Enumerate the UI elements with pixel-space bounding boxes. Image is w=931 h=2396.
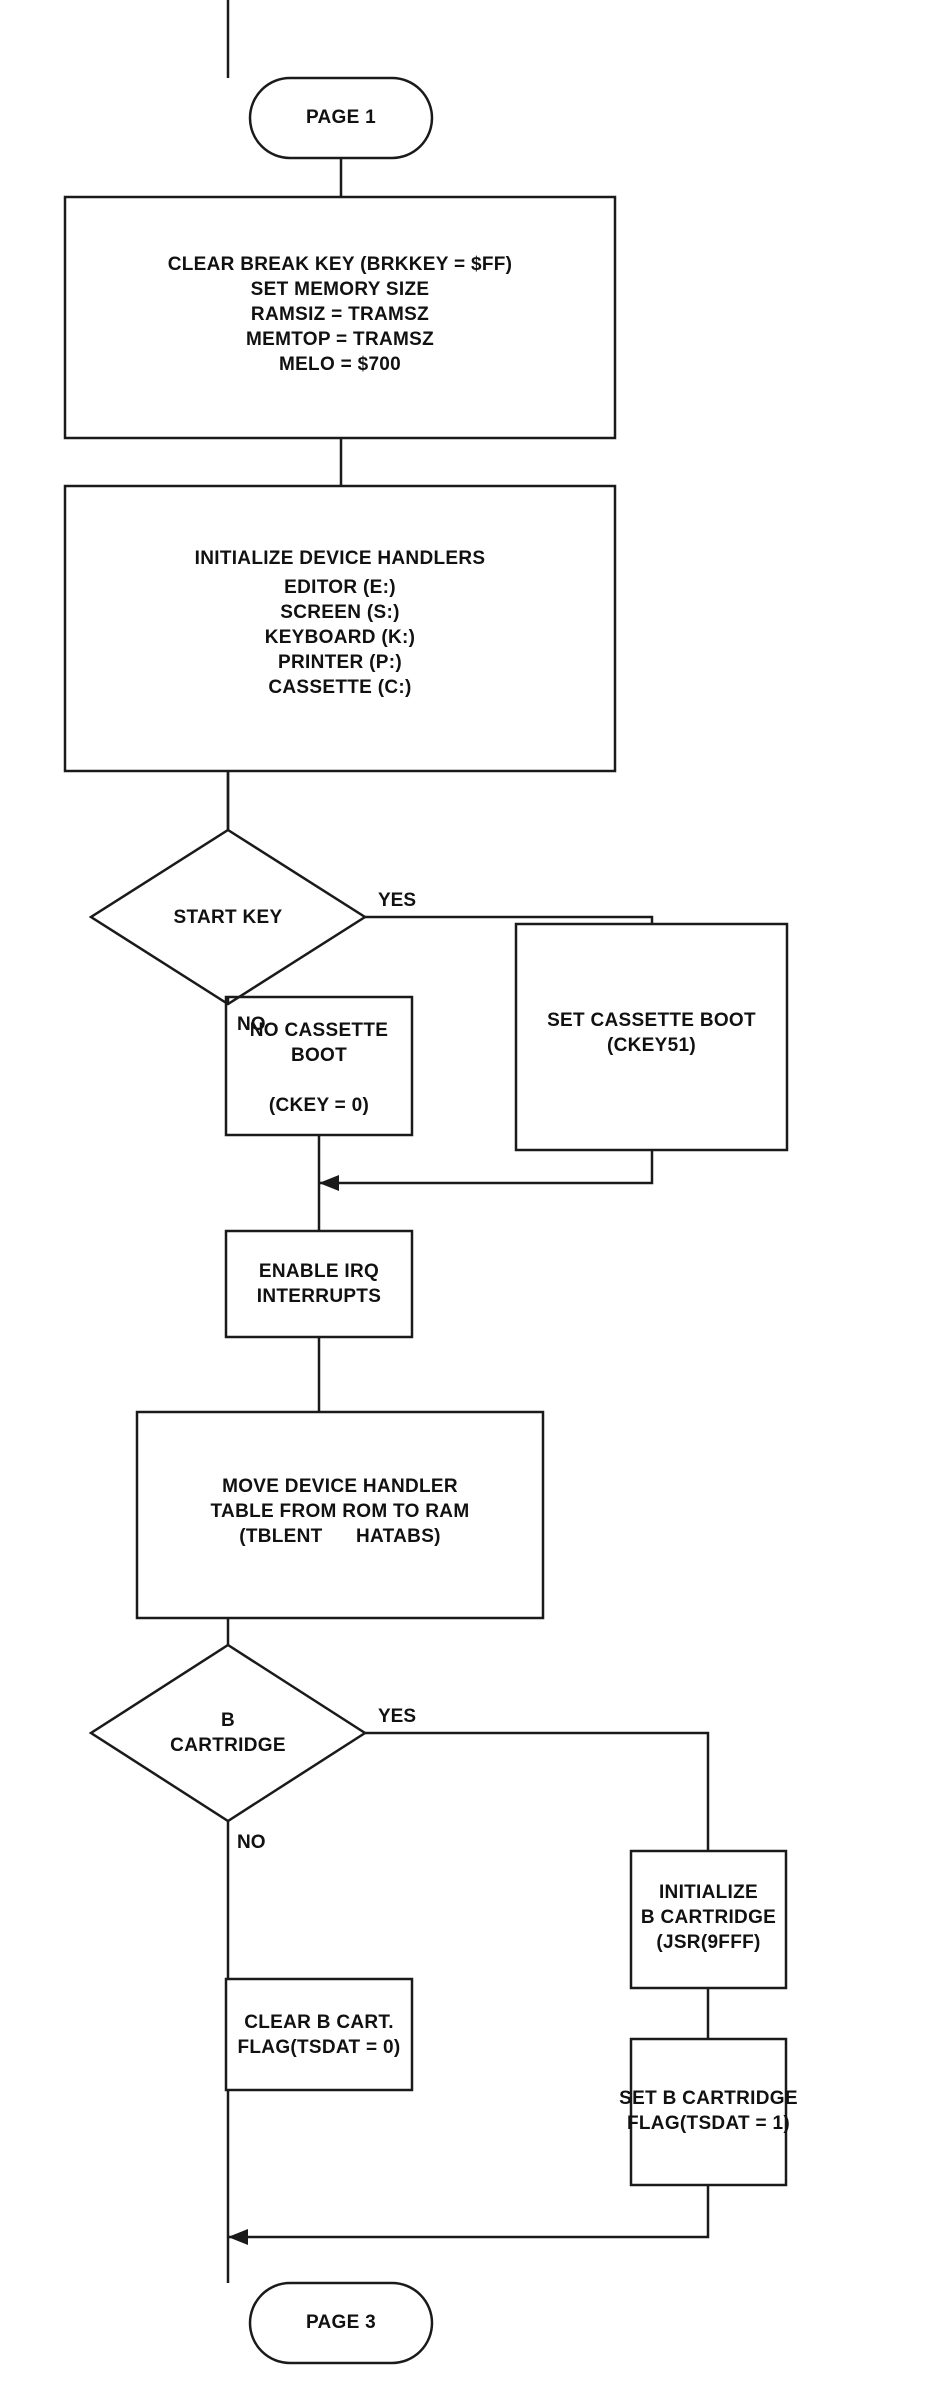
init-handlers-line: CASSETTE (C:) [268, 677, 412, 698]
start-key-no-label: NO [237, 1014, 266, 1035]
merge-arrowhead-bottom [228, 2229, 248, 2245]
terminal-start-label: PAGE 1 [305, 107, 377, 128]
set-cassette-boot-label: SET CASSETTE BOOT (CKEY51) [516, 1008, 787, 1058]
terminal-end-label: PAGE 3 [305, 2312, 377, 2333]
clear-b-cart-line: CLEAR B CART. [244, 2012, 394, 2033]
start-key-line: START KEY [173, 907, 283, 928]
b-cartridge-line: CARTRIDGE [170, 1735, 286, 1756]
no-cassette-boot-line: (CKEY = 0) [268, 1095, 370, 1116]
clear-break-line: MELO = $700 [278, 354, 402, 375]
clear-break-label: CLEAR BREAK KEY (BRKKEY = $FF) SET MEMOR… [65, 252, 615, 377]
set-b-cart-line: SET B CARTRIDGE [619, 2088, 798, 2109]
init-handlers-line: INITIALIZE DEVICE HANDLERS [194, 548, 486, 569]
init-handlers-label: INITIALIZE DEVICE HANDLERS EDITOR (E:) S… [65, 546, 615, 700]
init-handlers-line: EDITOR (E:) [284, 577, 396, 598]
clear-break-line: CLEAR BREAK KEY (BRKKEY = $FF) [167, 254, 513, 275]
set-cassette-boot-line: (CKEY51) [607, 1035, 696, 1056]
clear-break-line: SET MEMORY SIZE [250, 279, 430, 300]
merge-arrowhead-top [319, 1175, 339, 1191]
no-cassette-boot-label: NO CASSETTE BOOT (CKEY = 0) [226, 1018, 412, 1118]
enable-irq-line: ENABLE IRQ [258, 1261, 380, 1282]
init-b-cart-label: INITIALIZE B CARTRIDGE (JSR(9FFF) [631, 1880, 786, 1955]
set-b-cart-line: FLAG(TSDAT = 1) [627, 2113, 791, 2134]
move-table-line: TABLE FROM ROM TO RAM [210, 1501, 470, 1522]
terminal-end-shape [248, 2281, 434, 2365]
move-table-line: MOVE DEVICE HANDLER [222, 1476, 458, 1497]
enable-irq-label: ENABLE IRQ INTERRUPTS [226, 1259, 412, 1309]
clear-break-line: RAMSIZ = TRAMSZ [250, 304, 430, 325]
set-cassette-boot-line: SET CASSETTE BOOT [547, 1010, 756, 1031]
init-b-cart-line: (JSR(9FFF) [656, 1932, 761, 1953]
init-b-cart-line: B CARTRIDGE [640, 1907, 777, 1928]
b-cartridge-decision-label: B CARTRIDGE [91, 1708, 365, 1758]
start-key-yes-label: YES [378, 890, 417, 911]
no-cassette-boot-line: BOOT [290, 1045, 348, 1066]
init-b-cart-line: INITIALIZE [658, 1882, 759, 1903]
no-cassette-boot-line: NO CASSETTE [249, 1020, 389, 1041]
clear-break-line: MEMTOP = TRAMSZ [245, 329, 434, 350]
enable-irq-line: INTERRUPTS [256, 1286, 382, 1307]
b-cart-yes-label: YES [378, 1706, 417, 1727]
init-handlers-line: SCREEN (S:) [280, 602, 400, 623]
init-handlers-line: KEYBOARD (K:) [264, 627, 416, 648]
b-cartridge-line: B [220, 1710, 236, 1731]
move-table-label: MOVE DEVICE HANDLER TABLE FROM ROM TO RA… [137, 1474, 543, 1549]
move-table-line: (TBLENT HATABS) [239, 1526, 441, 1547]
clear-b-cart-label: CLEAR B CART. FLAG(TSDAT = 0) [226, 2010, 412, 2060]
start-key-decision-label: START KEY [91, 905, 365, 930]
init-handlers-line: PRINTER (P:) [278, 652, 402, 673]
clear-b-cart-line: FLAG(TSDAT = 0) [237, 2037, 401, 2058]
clear-b-cart-box [224, 1977, 414, 2092]
b-cart-no-label: NO [237, 1832, 266, 1853]
set-b-cart-label: SET B CARTRIDGE FLAG(TSDAT = 1) [619, 2086, 797, 2136]
move-table-box [135, 1410, 545, 1620]
